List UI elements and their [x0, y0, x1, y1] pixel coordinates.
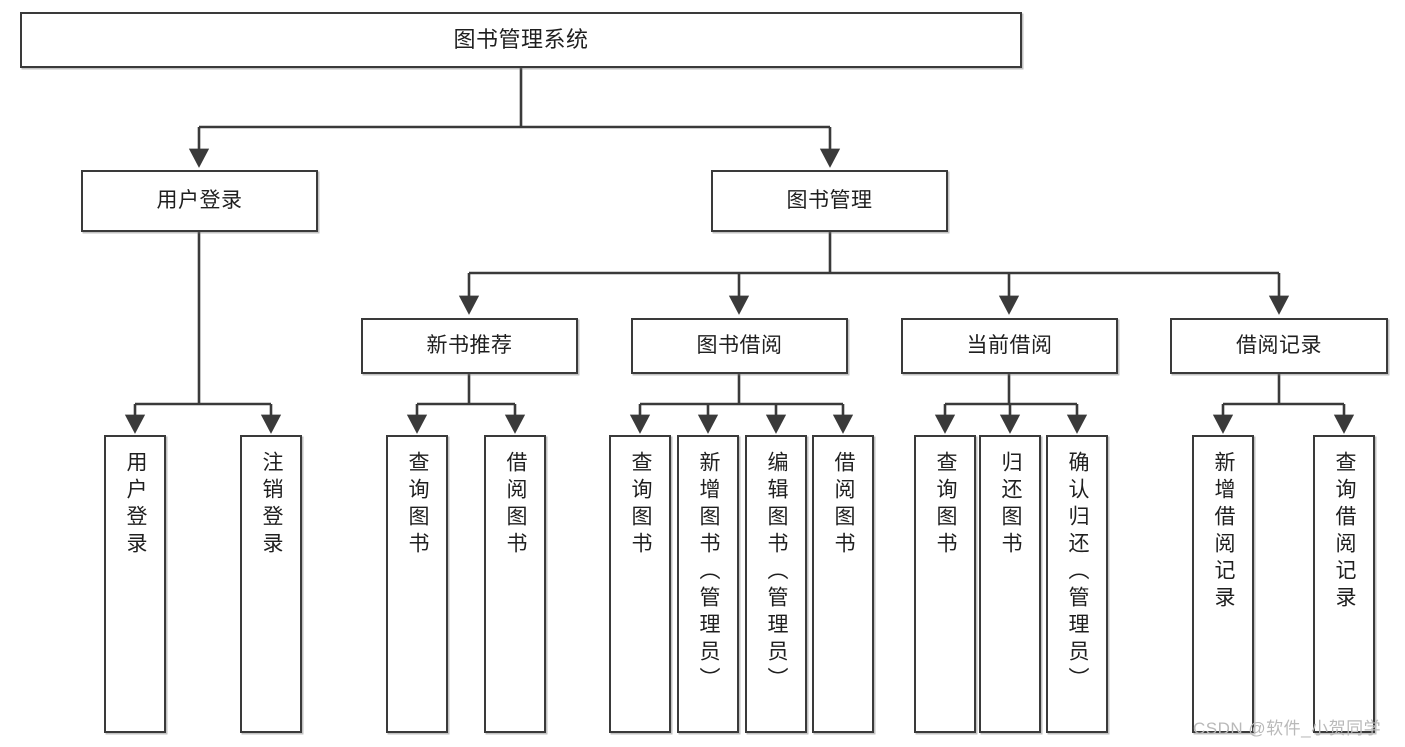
leaf-borrow-record-query[interactable]: 查询借阅记录: [1313, 435, 1375, 733]
node-current-borrow[interactable]: 当前借阅: [901, 318, 1118, 374]
node-label: 确认归还（管理员）: [1066, 451, 1090, 694]
node-label: 查询图书: [406, 451, 430, 559]
leaf-book-borrow-add[interactable]: 新增图书（管理员）: [677, 435, 739, 733]
leaf-user-login-login[interactable]: 用户登录: [104, 435, 166, 733]
node-label: 查询图书: [934, 451, 958, 559]
leaf-book-borrow-edit[interactable]: 编辑图书（管理员）: [745, 435, 807, 733]
leaf-book-borrow-query[interactable]: 查询图书: [609, 435, 671, 733]
node-label: 用户登录: [156, 188, 243, 212]
node-label: 归还图书: [999, 451, 1023, 559]
leaf-borrow-record-add[interactable]: 新增借阅记录: [1192, 435, 1254, 733]
node-book-borrow[interactable]: 图书借阅: [631, 318, 848, 374]
node-label: 注销登录: [260, 451, 284, 559]
leaf-book-borrow-borrow[interactable]: 借阅图书: [812, 435, 874, 733]
node-label: 用户登录: [124, 451, 148, 559]
node-label: 编辑图书（管理员）: [765, 451, 789, 694]
node-label: 借阅记录: [1236, 333, 1322, 357]
leaf-current-borrow-confirm-return[interactable]: 确认归还（管理员）: [1046, 435, 1108, 733]
node-label: 图书借阅: [696, 333, 783, 357]
node-root-system[interactable]: 图书管理系统: [20, 12, 1022, 68]
node-label: 查询图书: [629, 451, 653, 559]
leaf-user-login-logout[interactable]: 注销登录: [240, 435, 302, 733]
leaf-new-book-borrow[interactable]: 借阅图书: [484, 435, 546, 733]
leaf-current-borrow-query[interactable]: 查询图书: [914, 435, 976, 733]
node-label: 新增借阅记录: [1212, 451, 1236, 613]
node-label: 图书管理: [786, 188, 873, 212]
watermark-text: CSDN @软件_小贺同学: [1193, 719, 1382, 738]
node-label: 图书管理系统: [453, 27, 589, 53]
leaf-new-book-query[interactable]: 查询图书: [386, 435, 448, 733]
node-user-login[interactable]: 用户登录: [81, 170, 318, 232]
node-borrow-record[interactable]: 借阅记录: [1170, 318, 1388, 374]
node-label: 借阅图书: [504, 451, 528, 559]
leaf-current-borrow-return[interactable]: 归还图书: [979, 435, 1041, 733]
node-label: 查询借阅记录: [1333, 451, 1357, 613]
node-label: 当前借阅: [966, 333, 1053, 357]
node-new-book-recommend[interactable]: 新书推荐: [361, 318, 578, 374]
node-label: 新增图书（管理员）: [697, 451, 721, 694]
node-book-management[interactable]: 图书管理: [711, 170, 948, 232]
node-label: 新书推荐: [426, 333, 513, 357]
node-label: 借阅图书: [832, 451, 856, 559]
